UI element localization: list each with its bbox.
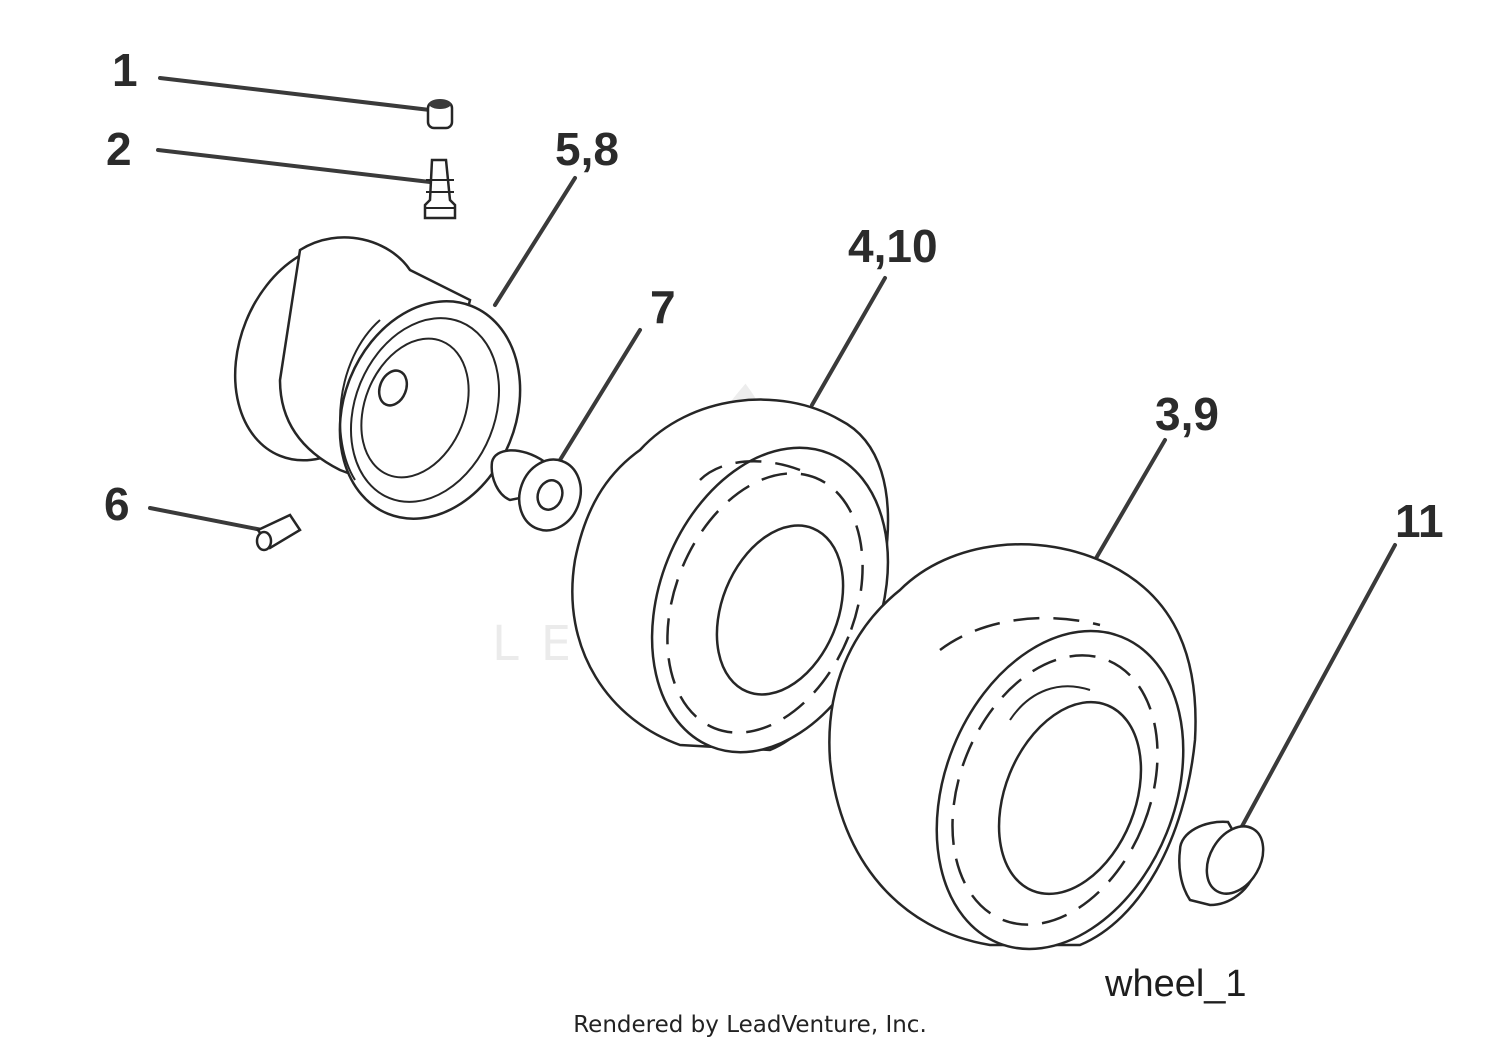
callout-4-10: 4,10 [848, 220, 938, 272]
callout-2: 2 [106, 123, 132, 175]
bolt-part [255, 513, 302, 552]
leader-lines [148, 76, 1397, 832]
callout-7: 7 [650, 281, 676, 333]
callout-3-9: 3,9 [1155, 388, 1219, 440]
valve-cap-part [426, 99, 454, 130]
leader-7 [558, 328, 642, 462]
leader-2 [156, 148, 432, 184]
callout-1: 1 [112, 44, 138, 96]
leader-5-8 [493, 176, 577, 307]
valve-stem-part [423, 158, 457, 220]
callout-5-8: 5,8 [555, 123, 619, 175]
callout-6: 6 [104, 478, 130, 530]
leader-6 [148, 506, 264, 532]
callout-labels: 1 2 5,8 4,10 7 3,9 6 11 [104, 44, 1444, 547]
leader-3-9 [1093, 438, 1167, 562]
callout-11: 11 [1395, 495, 1444, 547]
render-credit: Rendered by LeadVenture, Inc. [573, 1012, 927, 1038]
bushing-part [490, 449, 583, 532]
leader-11 [1238, 543, 1397, 832]
outer-tire-part [828, 543, 1197, 951]
leader-4-10 [810, 276, 887, 407]
leader-1 [158, 76, 432, 112]
wheel-rim-part [233, 236, 522, 520]
spacer-part [1178, 820, 1265, 907]
diagram-caption: wheel_1 [1104, 963, 1247, 1005]
